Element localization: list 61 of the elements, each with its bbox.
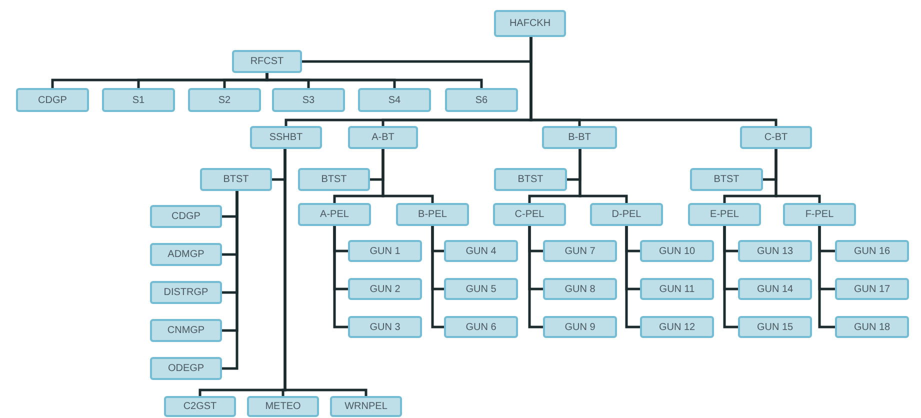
org-box: BTST (298, 168, 370, 191)
org-box: E-PEL (688, 203, 761, 226)
org-box: BTST (494, 168, 567, 191)
org-box: GUN 11 (640, 278, 714, 300)
org-box: GUN 2 (348, 278, 422, 300)
connector-line (333, 226, 348, 328)
org-box: A-BT (348, 126, 418, 149)
org-box: RFCST (232, 50, 302, 73)
org-box: GUN 10 (640, 240, 714, 262)
org-box: GUN 16 (835, 240, 909, 262)
org-box: METEO (247, 396, 319, 417)
org-box: HAFCKH (494, 10, 566, 37)
org-box: GUN 17 (835, 278, 909, 300)
connector-line (578, 149, 628, 203)
connector-line (818, 226, 835, 328)
org-box: CDGP (150, 205, 222, 228)
connector-line (284, 149, 368, 396)
org-box: GUN 1 (348, 240, 422, 262)
org-box: GUN 14 (738, 278, 812, 300)
connector-line (530, 37, 778, 126)
org-box: BTST (200, 168, 272, 191)
org-box: S4 (358, 88, 431, 112)
org-box: SSHBT (250, 126, 322, 149)
org-box: GUN 15 (738, 316, 812, 338)
org-box: A-PEL (298, 203, 371, 226)
org-box: GUN 9 (543, 316, 617, 338)
org-box: D-PEL (590, 203, 663, 226)
connector-line (266, 73, 483, 88)
org-box: DISTRGP (150, 281, 222, 304)
connector-line (222, 191, 238, 370)
org-box: ODEGP (150, 357, 222, 380)
org-box: GUN 7 (543, 240, 617, 262)
connector-line (528, 226, 543, 328)
org-box: GUN 5 (444, 278, 518, 300)
connector-line (625, 226, 640, 328)
org-box: GUN 6 (444, 316, 518, 338)
org-box: ADMGP (150, 243, 222, 266)
org-box: F-PEL (783, 203, 856, 226)
connector-line (382, 149, 434, 203)
org-box: GUN 4 (444, 240, 518, 262)
connector-line (723, 226, 738, 328)
org-box: GUN 8 (543, 278, 617, 300)
org-box: S3 (272, 88, 345, 112)
org-box: GUN 18 (835, 316, 909, 338)
org-box: S2 (188, 88, 261, 112)
org-box: WRNPEL (330, 396, 402, 417)
connector-line (431, 226, 444, 328)
org-box: GUN 3 (348, 316, 422, 338)
org-box: S6 (445, 88, 518, 112)
connector-line (774, 149, 821, 203)
org-box: BTST (690, 168, 763, 191)
org-box: S1 (102, 88, 175, 112)
org-box: C2GST (164, 396, 236, 417)
org-box: CNMGP (150, 319, 222, 342)
org-box: GUN 12 (640, 316, 714, 338)
org-box: CDGP (16, 88, 89, 112)
org-box: C-PEL (493, 203, 566, 226)
org-box: C-BT (740, 126, 812, 149)
org-box: B-PEL (396, 203, 469, 226)
org-box: B-BT (542, 126, 617, 149)
org-box: GUN 13 (738, 240, 812, 262)
